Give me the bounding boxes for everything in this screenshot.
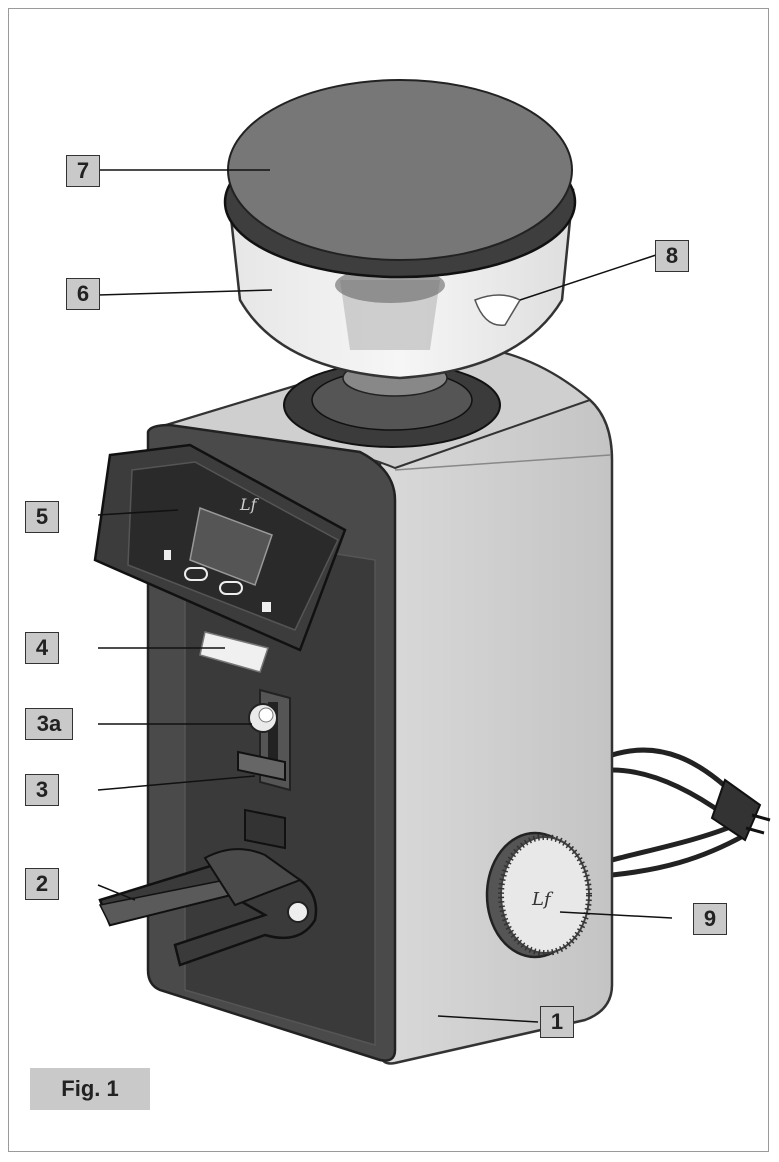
svg-text:Lf: Lf bbox=[531, 889, 554, 910]
callout-8: 8 bbox=[655, 240, 689, 272]
svg-text:Lf: Lf bbox=[239, 495, 260, 514]
callout-1: 1 bbox=[540, 1006, 574, 1038]
figure-caption: Fig. 1 bbox=[30, 1068, 150, 1110]
leader-lines bbox=[97, 169, 673, 1023]
callout-3: 3 bbox=[25, 774, 59, 806]
power-plug bbox=[710, 778, 771, 842]
figure-frame bbox=[8, 8, 769, 1152]
grind-adjustment-knob: Lf bbox=[485, 831, 592, 959]
callout-2: 2 bbox=[25, 868, 59, 900]
callout-9: 9 bbox=[693, 903, 727, 935]
display-panel: Lf bbox=[93, 443, 347, 652]
callout-3a: 3a bbox=[25, 708, 73, 740]
portafilter-fork bbox=[237, 688, 291, 850]
grinder-body bbox=[146, 343, 614, 1065]
callout-6: 6 bbox=[66, 278, 100, 310]
callout-4: 4 bbox=[25, 632, 59, 664]
hopper-collar bbox=[283, 359, 501, 448]
callout-5: 5 bbox=[25, 501, 59, 533]
portafilter-holder bbox=[98, 848, 318, 967]
callout-7: 7 bbox=[66, 155, 100, 187]
hopper-lid bbox=[223, 79, 577, 279]
